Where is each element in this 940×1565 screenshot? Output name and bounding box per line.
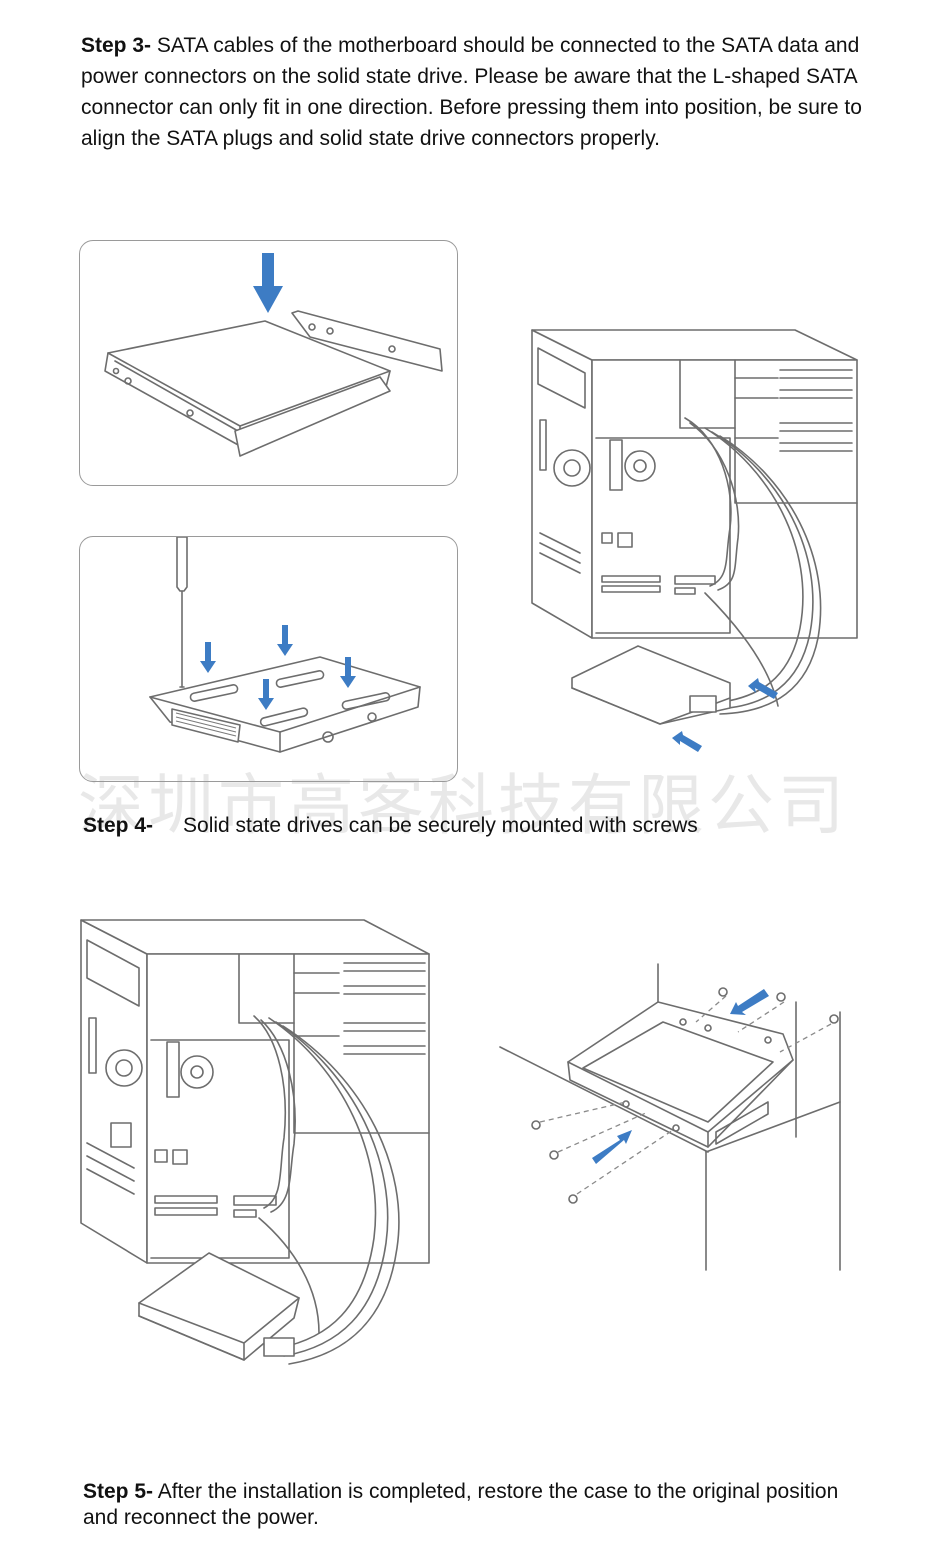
screw-mounting-illustration bbox=[79, 536, 458, 782]
pc-case-cable-illustration bbox=[531, 329, 858, 752]
down-arrow-icon bbox=[258, 679, 274, 710]
step-3-text: SATA cables of the motherboard should be… bbox=[81, 34, 862, 150]
screw-icons bbox=[531, 987, 839, 1204]
step-4-paragraph: Step 4- Solid state drives can be securel… bbox=[83, 812, 843, 840]
drive-bay-screws-illustration bbox=[499, 963, 841, 1271]
down-arrow-icon bbox=[277, 625, 293, 656]
down-arrow-icon bbox=[200, 642, 216, 673]
step-3-label: Step 3- bbox=[81, 34, 152, 57]
screw-plate-drawing bbox=[149, 537, 421, 753]
step-3-paragraph: Step 3- SATA cables of the motherboard s… bbox=[81, 30, 871, 154]
left-arrow-icon bbox=[730, 989, 769, 1015]
step-4-text: Solid state drives can be securely mount… bbox=[183, 814, 698, 837]
left-arrow-icon bbox=[748, 678, 778, 699]
right-arrow-icon bbox=[592, 1130, 632, 1164]
drive-bay-rails bbox=[779, 369, 853, 452]
pc-case-bracket-illustration bbox=[80, 919, 430, 1365]
step-5-text: After the installation is completed, res… bbox=[83, 1480, 839, 1529]
ssd-into-bracket-illustration bbox=[79, 240, 458, 486]
bracket-tray-drawing bbox=[104, 253, 443, 457]
step-5-paragraph: Step 5- After the installation is comple… bbox=[83, 1479, 873, 1531]
down-arrow-icon bbox=[340, 657, 356, 688]
company-watermark: 深圳市高客科技有限公司 bbox=[78, 767, 848, 844]
step-5-label: Step 5- bbox=[83, 1480, 154, 1503]
left-arrow-icon bbox=[672, 731, 702, 752]
drive-bay-rails bbox=[343, 962, 426, 1055]
down-arrow-icon bbox=[253, 253, 283, 313]
step-4-label: Step 4- bbox=[83, 814, 154, 837]
